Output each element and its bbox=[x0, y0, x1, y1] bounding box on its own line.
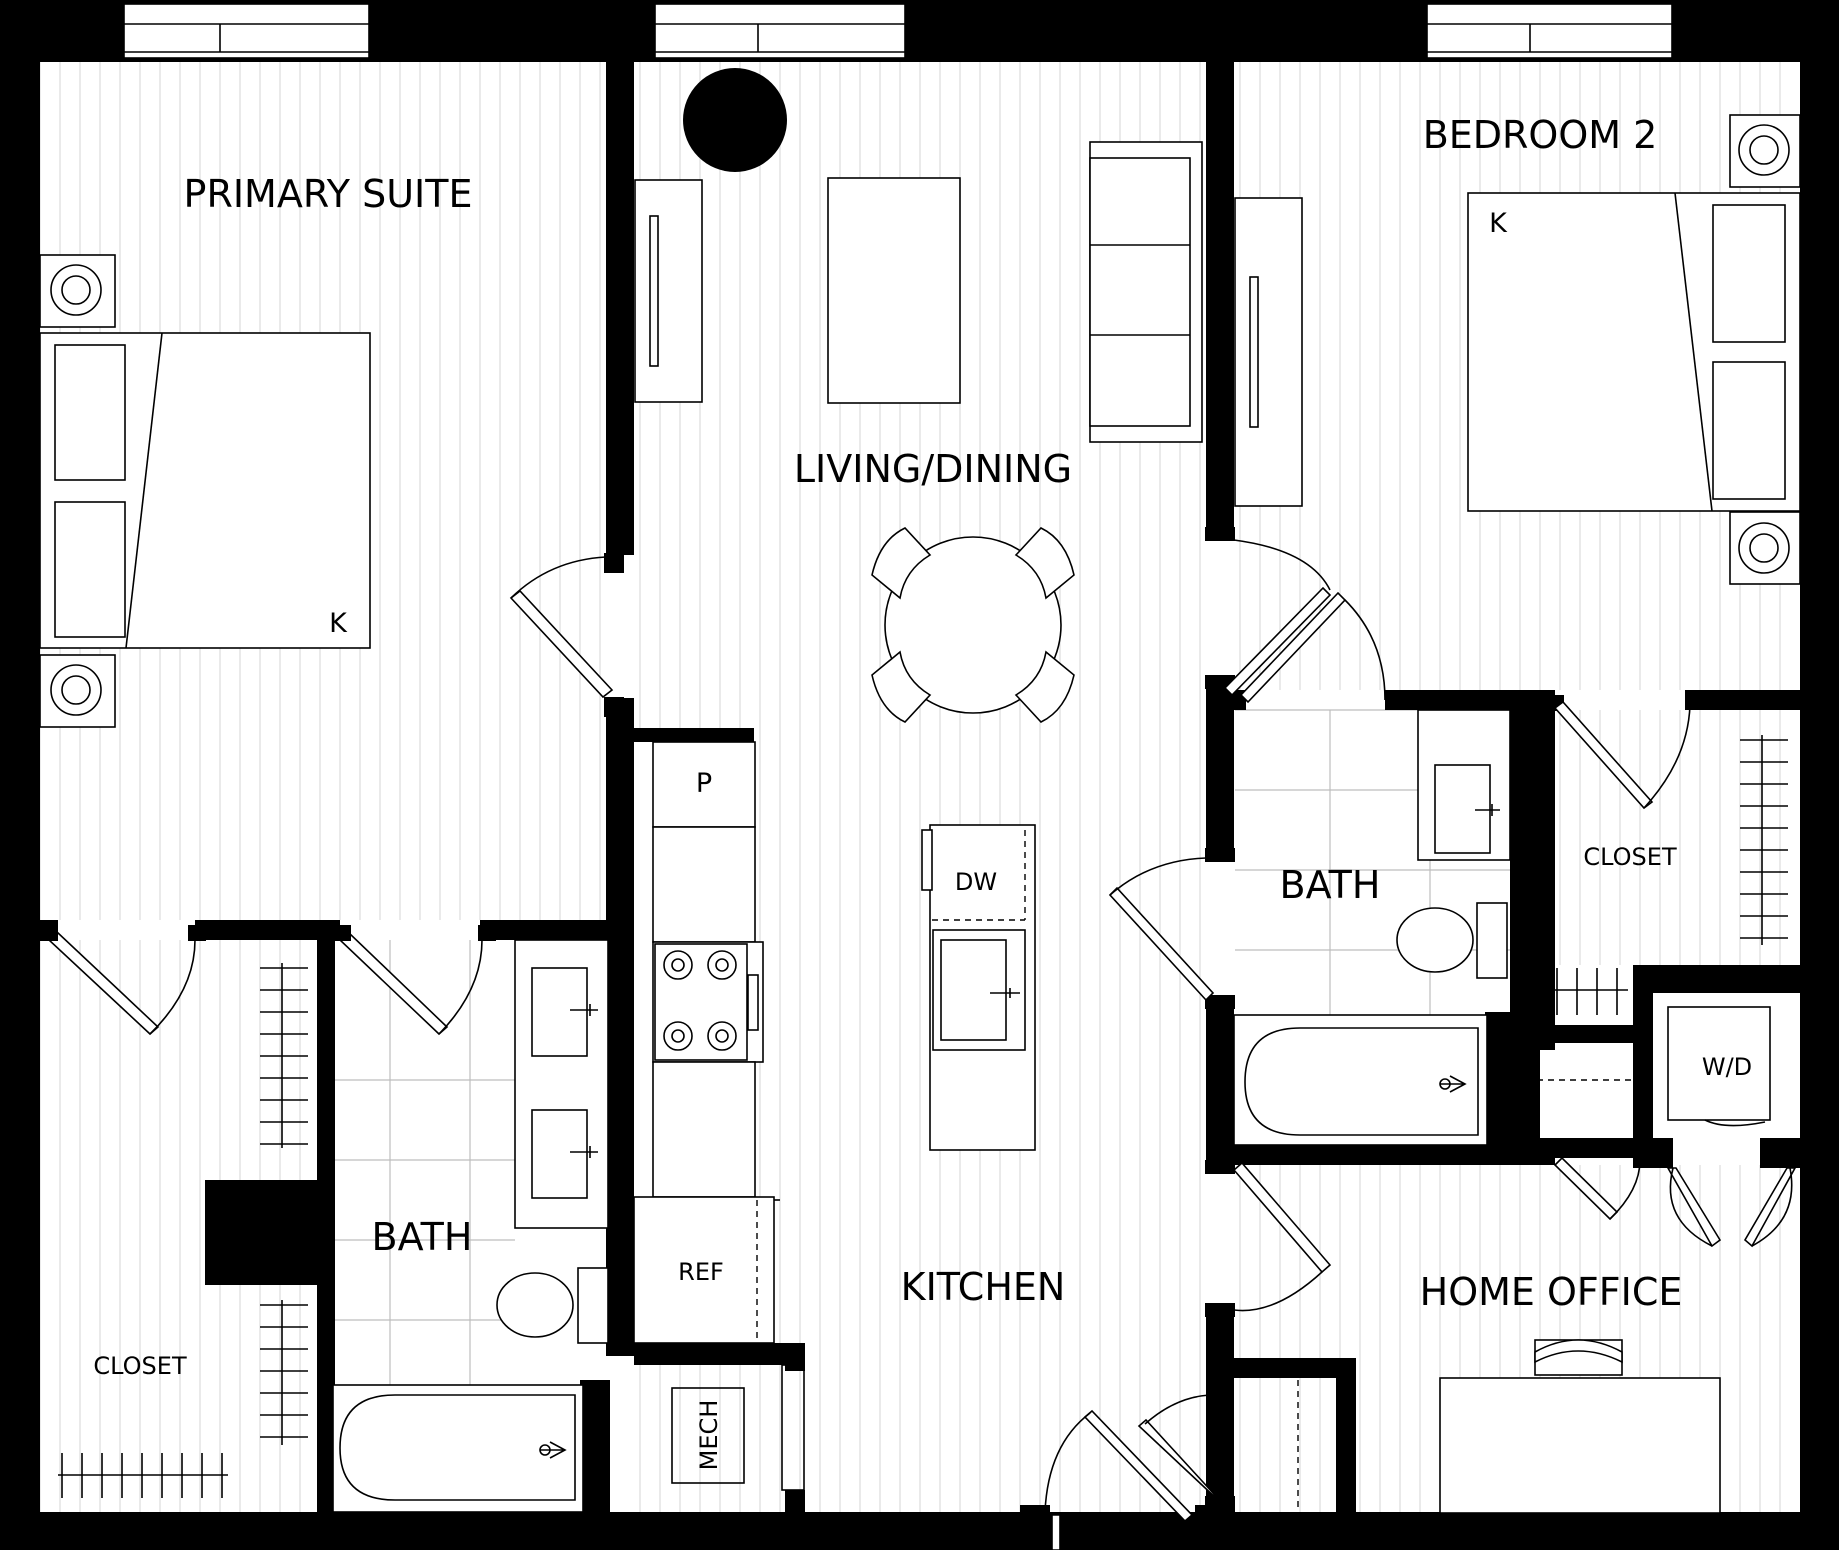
kitchen-island bbox=[921, 824, 1036, 1151]
sofa bbox=[1089, 141, 1203, 443]
primary-nightstand-top bbox=[39, 254, 116, 328]
floor-lamp-icon bbox=[683, 68, 787, 172]
primary-nightstand-bottom bbox=[39, 654, 116, 728]
counter-upper bbox=[652, 826, 756, 943]
bed-size-bedroom2: K bbox=[1489, 208, 1508, 239]
label-pantry: P bbox=[696, 768, 712, 799]
primary-toilet-icon bbox=[496, 1267, 609, 1344]
room-label-home-office: HOME OFFICE bbox=[1420, 1270, 1683, 1314]
label-washer-dryer: W/D bbox=[1702, 1053, 1752, 1081]
bedroom2-nightstand-bottom bbox=[1729, 511, 1801, 585]
bedroom2-bed bbox=[1467, 192, 1801, 512]
room-label-closet-primary: CLOSET bbox=[93, 1352, 187, 1380]
primary-vanity bbox=[514, 939, 609, 1229]
primary-bed bbox=[39, 332, 371, 649]
label-dishwasher: DW bbox=[955, 868, 997, 896]
room-label-bath-2: BATH bbox=[1280, 863, 1381, 907]
mech-unit bbox=[671, 1364, 805, 1491]
bedroom2-nightstand-top bbox=[1729, 114, 1801, 188]
washer-dryer bbox=[1667, 1006, 1771, 1127]
dining-table bbox=[871, 527, 1075, 723]
windows bbox=[123, 3, 1673, 59]
room-label-closet-bedroom2: CLOSET bbox=[1583, 843, 1677, 871]
office-chair bbox=[1534, 1339, 1623, 1376]
bath2-bathtub bbox=[1233, 1014, 1488, 1146]
primary-closet-shelving bbox=[58, 963, 308, 1498]
counter-lower bbox=[652, 1061, 756, 1198]
label-mech: MECH bbox=[695, 1400, 723, 1471]
cooktop bbox=[652, 941, 764, 1063]
bath2-toilet-icon bbox=[1396, 902, 1508, 979]
refrigerator bbox=[633, 1196, 780, 1344]
room-label-living-dining: LIVING/DINING bbox=[794, 447, 1072, 491]
room-label-kitchen: KITCHEN bbox=[901, 1265, 1066, 1309]
pantry bbox=[652, 741, 756, 828]
primary-bath-tile bbox=[333, 940, 515, 1385]
bedroom2-dresser bbox=[1234, 197, 1303, 507]
living-dresser bbox=[634, 179, 703, 403]
room-label-bath-primary: BATH bbox=[372, 1215, 473, 1259]
office-desk bbox=[1439, 1377, 1721, 1514]
bath2-vanity bbox=[1417, 709, 1511, 861]
room-label-bedroom-2: BEDROOM 2 bbox=[1423, 113, 1658, 157]
doors bbox=[40, 527, 1797, 1550]
bed-size-primary: K bbox=[329, 608, 348, 639]
room-label-primary-suite: PRIMARY SUITE bbox=[184, 172, 473, 216]
primary-bathtub bbox=[332, 1384, 584, 1513]
bedroom2-closet-shelving bbox=[1553, 735, 1788, 1015]
label-refrigerator: REF bbox=[678, 1258, 724, 1286]
coffee-table bbox=[827, 177, 961, 404]
